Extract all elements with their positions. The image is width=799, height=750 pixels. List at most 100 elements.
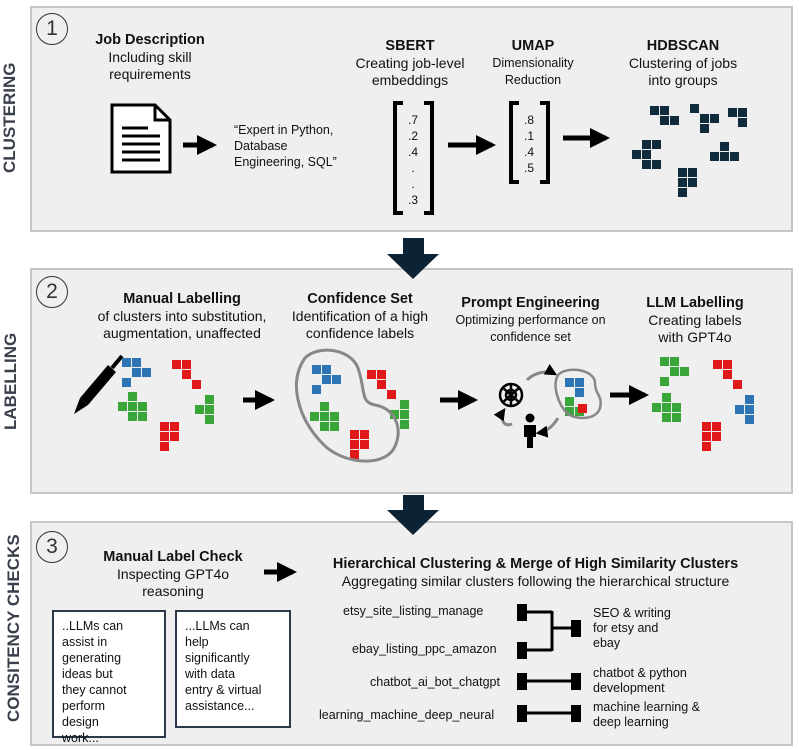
cluster-square (660, 106, 669, 115)
cluster-label: chatbot_ai_bot_chatgpt (370, 675, 500, 689)
cluster-square (132, 358, 141, 367)
cluster-square (688, 168, 697, 177)
cluster-square (745, 405, 754, 414)
hierarchical-title: Hierarchical Clustering & Merge of High … (332, 556, 739, 572)
cluster-square (702, 442, 711, 451)
cluster-square (182, 370, 191, 379)
sbert-subtitle: Creating job-level embeddings (355, 55, 465, 88)
cluster-square (723, 360, 732, 369)
cluster-label: learning_machine_deep_neural (319, 708, 495, 722)
cluster-square (733, 380, 742, 389)
cluster-square (735, 405, 744, 414)
cluster-square (670, 357, 679, 366)
cluster-square (650, 106, 659, 115)
cluster-square (738, 108, 747, 117)
cluster-square (118, 402, 127, 411)
cluster-square (702, 432, 711, 441)
vector-value: .1 (523, 129, 534, 143)
cluster-square (360, 440, 369, 449)
hdbscan-subtitle: Clustering of jobs into groups (628, 55, 738, 88)
merged-cluster-desc: chatbot & python development (593, 666, 687, 695)
cluster-square (660, 377, 669, 386)
confidence-set-title: Confidence Set (307, 291, 413, 307)
cluster-label: etsy_site_listing_manage (343, 604, 484, 618)
hierarchical-text: Hierarchical Clustering & Merge of High … (308, 556, 763, 590)
cluster-square (138, 402, 147, 411)
cluster-square (745, 395, 754, 404)
cluster-square (367, 370, 376, 379)
cluster-square (565, 407, 574, 416)
cluster-square (142, 368, 151, 377)
cluster-square (678, 178, 687, 187)
cluster-square (160, 442, 169, 451)
cluster-square (322, 365, 331, 374)
prompt-engineering-title: Prompt Engineering (461, 295, 600, 311)
cluster-square (672, 403, 681, 412)
step-number-2: 2 (36, 276, 68, 308)
cluster-square (312, 365, 321, 374)
cluster-square (350, 440, 359, 449)
cluster-square (195, 405, 204, 414)
llm-labelling-text: LLM Labelling Creating labels with GPT4o (635, 295, 755, 346)
labelling-clusters (118, 357, 754, 459)
cluster-square (713, 360, 722, 369)
umap-subtitle: Dimensionality Reduction (492, 56, 574, 87)
umap-text: UMAP Dimensionality Reduction (478, 38, 588, 89)
cluster-square (680, 367, 689, 376)
cluster-square (730, 152, 739, 161)
cluster-square (678, 168, 687, 177)
sbert-text: SBERT Creating job-level embeddings (350, 38, 470, 89)
cluster-square (720, 142, 729, 151)
confidence-set-subtitle: Identification of a high confidence labe… (291, 308, 429, 341)
merged-cluster-desc: SEO & writing for etsy and ebay (593, 606, 671, 650)
vector-value: .3 (407, 193, 418, 207)
job-description-subtitle: Including skill requirements (108, 49, 192, 82)
cluster-square (390, 410, 399, 419)
cluster-square (322, 375, 331, 384)
cluster-square (632, 150, 641, 159)
manual-labelling-text: Manual Labelling of clusters into substi… (92, 291, 272, 342)
arrows-row1 (183, 128, 610, 155)
cluster-square (565, 397, 574, 406)
cluster-square (128, 412, 137, 421)
reasoning-text-negative: ...LLMs can help significantly with data… (185, 619, 262, 713)
arrows-row2 (243, 385, 649, 410)
merged-cluster-desc: machine learning & deep learning (593, 700, 701, 729)
cluster-square (578, 404, 587, 413)
sbert-vector-bracket (393, 101, 434, 215)
cluster-square (728, 108, 737, 117)
prompt-engineering-text: Prompt Engineering Optimizing performanc… (448, 295, 613, 346)
sbert-vector-values: .7 .2 .4 . . .3 (402, 112, 424, 208)
llm-labelling-subtitle: Creating labels with GPT4o (648, 312, 742, 345)
umap-title: UMAP (511, 38, 555, 54)
job-description-title: Job Description (95, 32, 205, 48)
down-arrow-2 (387, 495, 439, 535)
cluster-square (700, 114, 709, 123)
cluster-square (565, 378, 574, 387)
umap-vector-bracket (509, 101, 550, 184)
cluster-square (122, 378, 131, 387)
cluster-square (330, 422, 339, 431)
vector-value: .2 (407, 129, 418, 143)
cluster-square (172, 360, 181, 369)
step-number-3: 3 (36, 531, 68, 563)
cluster-square (642, 150, 651, 159)
cluster-square (350, 430, 359, 439)
cluster-square (332, 375, 341, 384)
reasoning-box-positive: ..LLMs can assist in generating ideas bu… (52, 610, 166, 745)
cluster-square (320, 422, 329, 431)
job-description-text: Job Description Including skill requirem… (85, 32, 215, 83)
cluster-square (387, 390, 396, 399)
cluster-square (652, 140, 661, 149)
cluster-square (720, 152, 729, 161)
hdbscan-text: HDBSCAN Clustering of jobs into groups (618, 38, 748, 89)
cluster-square (138, 412, 147, 421)
cluster-square (660, 116, 669, 125)
vector-value: .8 (523, 113, 534, 127)
vector-value: .4 (523, 145, 534, 159)
cluster-square (310, 412, 319, 421)
manual-labelling-title: Manual Labelling (123, 291, 241, 307)
cluster-square (660, 357, 669, 366)
cluster-square (700, 124, 709, 133)
vector-value: . (411, 177, 415, 191)
